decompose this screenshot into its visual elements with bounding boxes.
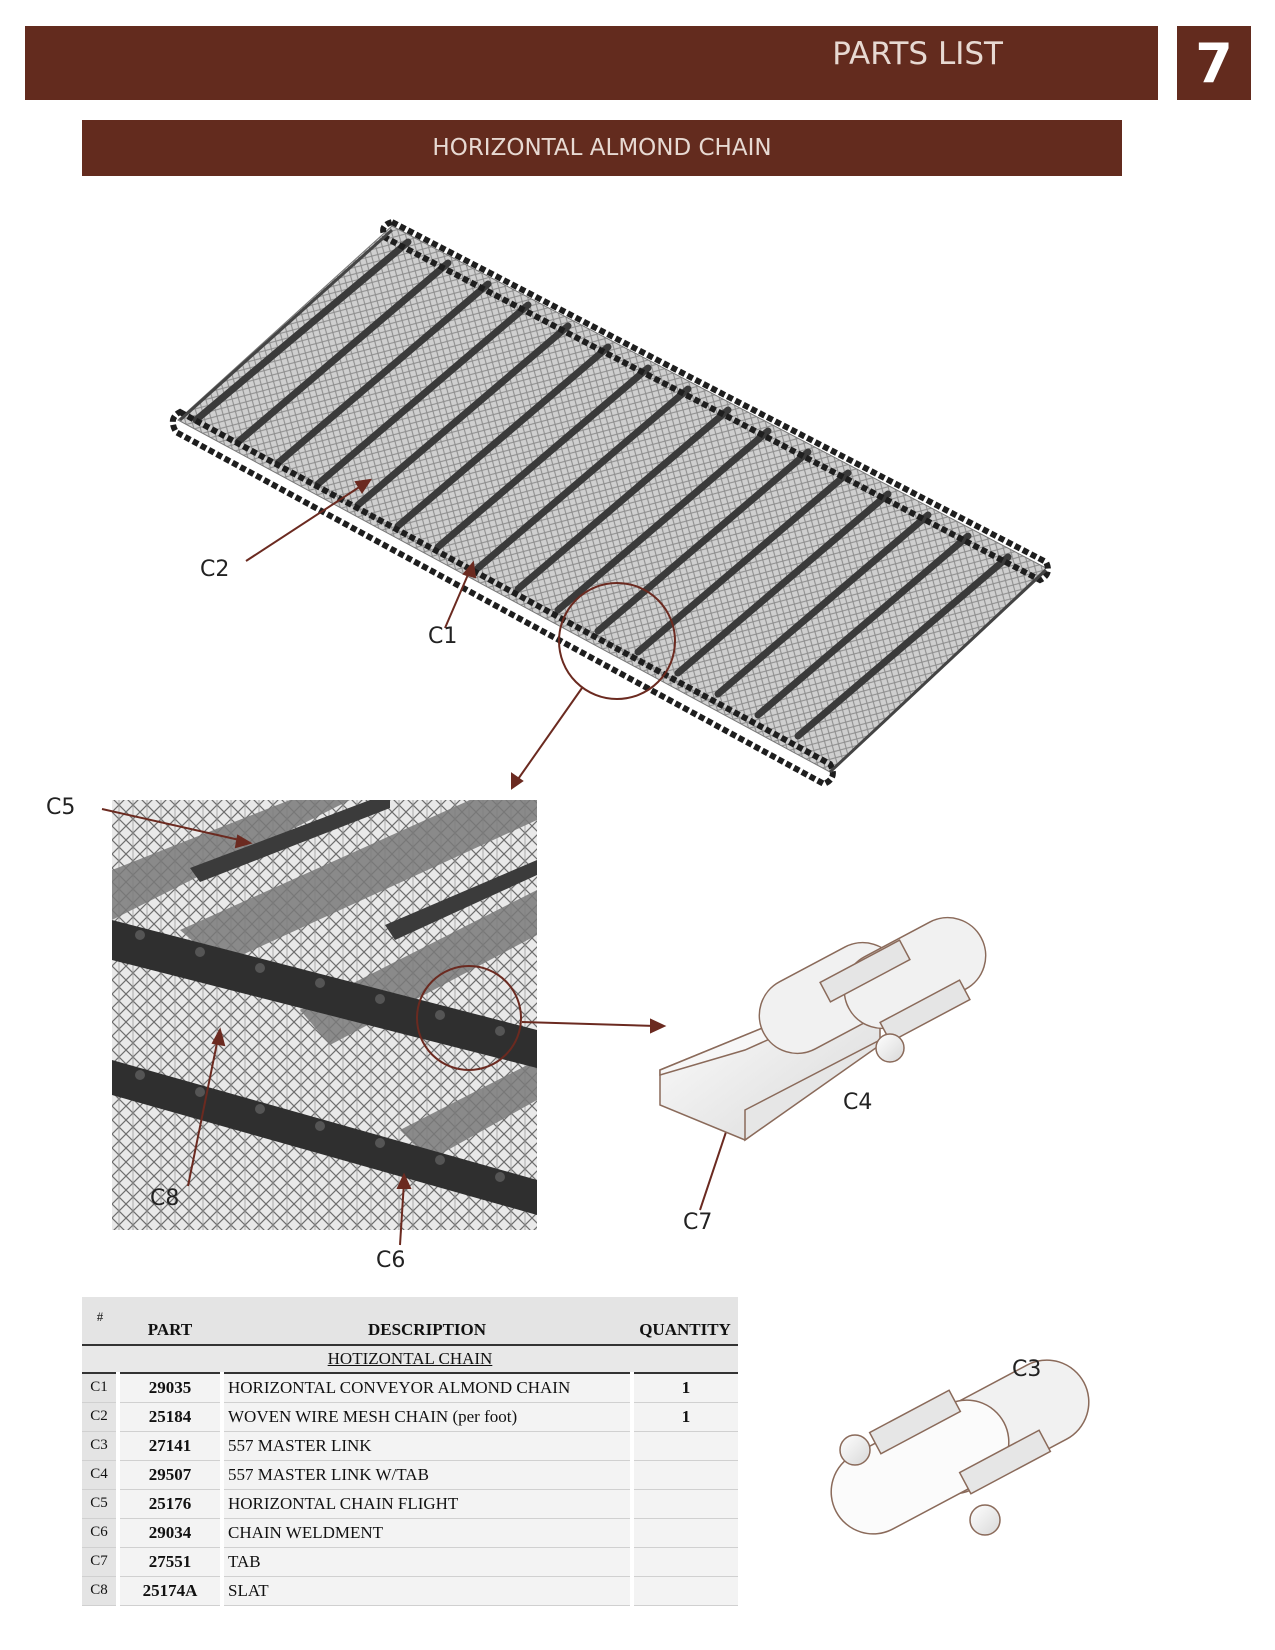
- callout-c4: C4: [843, 1090, 873, 1115]
- row-quantity: 1: [632, 1402, 738, 1432]
- row-description: WOVEN WIRE MESH CHAIN (per foot): [222, 1402, 634, 1432]
- row-num: C6: [82, 1518, 120, 1548]
- parts-table: # PART DESCRIPTION QUANTITY HOTIZONTAL C…: [82, 1297, 738, 1606]
- row-num: C2: [82, 1402, 120, 1432]
- row-part: 29034: [118, 1518, 224, 1548]
- callout-c3: C3: [1012, 1357, 1042, 1382]
- header-bar: PARTS LIST: [25, 26, 1158, 100]
- row-description: HORIZONTAL CONVEYOR ALMOND CHAIN: [222, 1373, 634, 1403]
- row-description: SLAT: [222, 1576, 634, 1606]
- callout-c2: C2: [200, 557, 230, 582]
- section-title: HORIZONTAL ALMOND CHAIN: [82, 120, 1122, 176]
- header-description: DESCRIPTION: [222, 1297, 632, 1346]
- table-group-row: HOTIZONTAL CHAIN: [82, 1345, 738, 1374]
- table-row: C1 29035 HORIZONTAL CONVEYOR ALMOND CHAI…: [82, 1373, 738, 1403]
- row-num: C4: [82, 1460, 120, 1490]
- row-part: 25184: [118, 1402, 224, 1432]
- page-number: 7: [1177, 26, 1251, 100]
- callout-c8: C8: [150, 1186, 180, 1211]
- row-description: HORIZONTAL CHAIN FLIGHT: [222, 1489, 634, 1519]
- header-quantity: QUANTITY: [632, 1297, 738, 1346]
- row-description: 557 MASTER LINK: [222, 1431, 634, 1461]
- row-quantity: [632, 1518, 738, 1548]
- table-header-row: # PART DESCRIPTION QUANTITY: [82, 1297, 738, 1346]
- row-part: 27141: [118, 1431, 224, 1461]
- row-quantity: [632, 1431, 738, 1461]
- master-link-with-tab: [659, 916, 987, 1142]
- header-num: #: [82, 1297, 118, 1346]
- table-row: C7 27551 TAB: [82, 1547, 738, 1577]
- row-num: C1: [82, 1373, 120, 1403]
- row-part: 29507: [118, 1460, 224, 1490]
- row-quantity: [632, 1547, 738, 1577]
- row-num: C8: [82, 1576, 120, 1606]
- row-part: 29035: [118, 1373, 224, 1403]
- row-num: C7: [82, 1547, 120, 1577]
- row-num: C5: [82, 1489, 120, 1519]
- conveyor-assembly: [169, 218, 1051, 788]
- table-row: C5 25176 HORIZONTAL CHAIN FLIGHT: [82, 1489, 738, 1519]
- row-num: C3: [82, 1431, 120, 1461]
- table-row: C8 25174A SLAT: [82, 1576, 738, 1606]
- page-title: PARTS LIST: [832, 36, 1003, 72]
- group-title: HOTIZONTAL CHAIN: [82, 1345, 738, 1374]
- table-row: C3 27141 557 MASTER LINK: [82, 1431, 738, 1461]
- header-part: PART: [118, 1297, 222, 1346]
- row-description: TAB: [222, 1547, 634, 1577]
- row-part: 25176: [118, 1489, 224, 1519]
- row-quantity: [632, 1576, 738, 1606]
- row-part: 25174A: [118, 1576, 224, 1606]
- row-quantity: 1: [632, 1373, 738, 1403]
- row-description: 557 MASTER LINK W/TAB: [222, 1460, 634, 1490]
- callout-c6: C6: [376, 1248, 406, 1273]
- callout-c1: C1: [428, 624, 458, 649]
- row-quantity: [632, 1489, 738, 1519]
- callout-c7: C7: [683, 1210, 713, 1235]
- row-description: CHAIN WELDMENT: [222, 1518, 634, 1548]
- table-row: C6 29034 CHAIN WELDMENT: [82, 1518, 738, 1548]
- detail-view: [112, 800, 537, 1230]
- callout-c5: C5: [46, 795, 76, 820]
- table-row: C4 29507 557 MASTER LINK W/TAB: [82, 1460, 738, 1490]
- table-row: C2 25184 WOVEN WIRE MESH CHAIN (per foot…: [82, 1402, 738, 1432]
- row-quantity: [632, 1460, 738, 1490]
- master-link: [830, 1359, 1090, 1536]
- row-part: 27551: [118, 1547, 224, 1577]
